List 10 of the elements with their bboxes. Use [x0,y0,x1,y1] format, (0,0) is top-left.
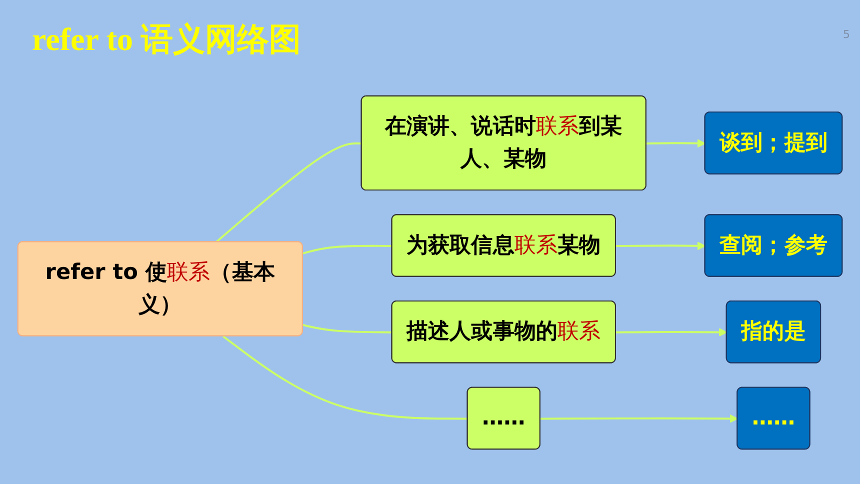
connector [222,336,468,420]
arrow [646,139,706,148]
title: refer to 语义网络图 [32,20,301,59]
arrow [616,242,706,250]
page-number: 5 [843,28,850,41]
connector [216,142,362,243]
connector [302,244,392,254]
arrow [616,328,728,337]
connector [302,324,392,334]
arrow [540,414,738,423]
